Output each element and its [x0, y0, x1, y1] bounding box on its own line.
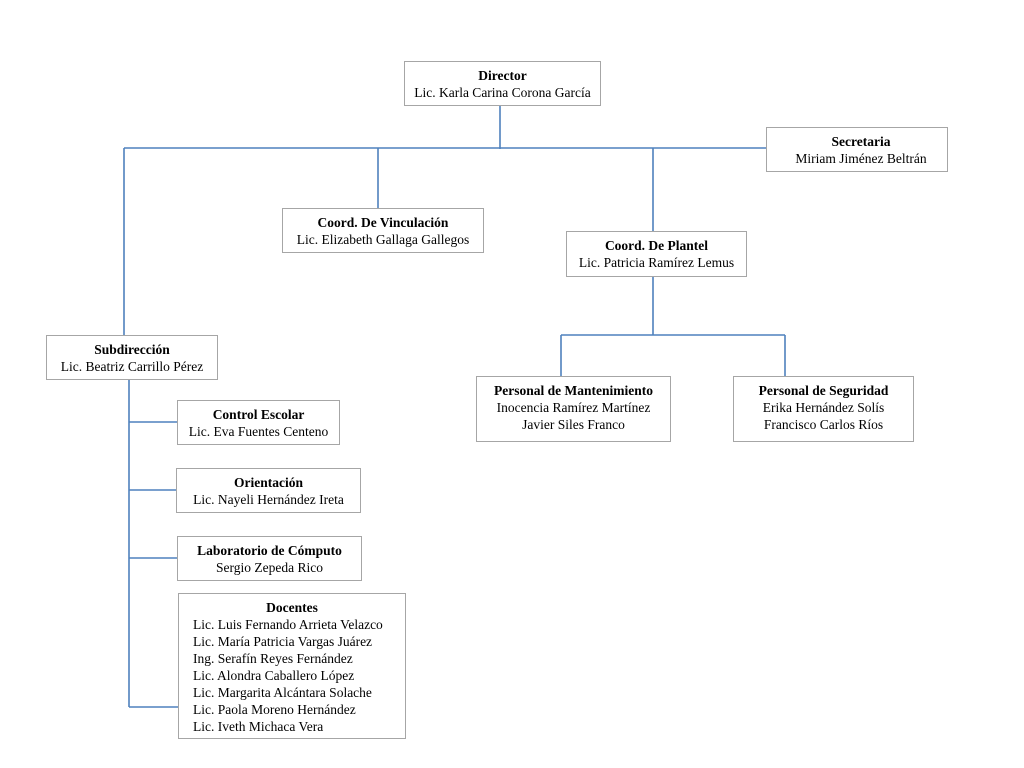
plantel-name: Lic. Patricia Ramírez Lemus — [578, 255, 735, 270]
vinculacion-name: Lic. Elizabeth Gallaga Gallegos — [296, 232, 470, 247]
director-name: Lic. Karla Carina Corona García — [414, 85, 591, 100]
secretaria-box: Secretaria Miriam Jiménez Beltrán — [766, 127, 948, 172]
laboratorio-title: Laboratorio de Cómputo — [197, 543, 342, 558]
orientacion-box: Orientación Lic. Nayeli Hernández Ireta — [176, 468, 361, 513]
seguridad-name: Erika Hernández Solís — [762, 400, 885, 415]
docentes-box: Docentes Lic. Luis Fernando Arrieta Vela… — [178, 593, 406, 739]
docente-name: Lic. Luis Fernando Arrieta Velazco — [193, 617, 383, 632]
secretaria-title: Secretaria — [831, 134, 891, 149]
vinculacion-title: Coord. De Vinculación — [317, 215, 449, 230]
plantel-box: Coord. De Plantel Lic. Patricia Ramírez … — [566, 231, 747, 277]
control-escolar-name: Lic. Eva Fuentes Centeno — [188, 424, 329, 439]
orientacion-name: Lic. Nayeli Hernández Ireta — [193, 492, 344, 507]
docente-name: Lic. Iveth Michaca Vera — [193, 719, 324, 734]
seguridad-box: Personal de Seguridad Erika Hernández So… — [733, 376, 914, 442]
docente-name: Ing. Serafín Reyes Fernández — [193, 651, 353, 666]
mantenimiento-box: Personal de Mantenimiento Inocencia Ramí… — [476, 376, 671, 442]
control-escolar-box: Control Escolar Lic. Eva Fuentes Centeno — [177, 400, 340, 445]
docente-name: Lic. María Patricia Vargas Juárez — [193, 634, 373, 649]
laboratorio-box: Laboratorio de Cómputo Sergio Zepeda Ric… — [177, 536, 362, 581]
mantenimiento-title: Personal de Mantenimiento — [494, 383, 653, 398]
director-box: Director Lic. Karla Carina Corona García — [404, 61, 601, 106]
seguridad-name: Francisco Carlos Ríos — [763, 417, 884, 432]
director-title: Director — [478, 68, 527, 83]
secretaria-name: Miriam Jiménez Beltrán — [795, 151, 927, 166]
orientacion-title: Orientación — [234, 475, 303, 490]
docente-name: Lic. Alondra Caballero López — [193, 668, 355, 683]
plantel-title: Coord. De Plantel — [604, 238, 709, 253]
mantenimiento-name: Inocencia Ramírez Martínez — [496, 400, 651, 415]
docente-name: Lic. Margarita Alcántara Solache — [193, 685, 372, 700]
docentes-title: Docentes — [266, 600, 318, 615]
subdireccion-box: Subdirección Lic. Beatriz Carrillo Pérez — [46, 335, 218, 380]
subdireccion-title: Subdirección — [94, 342, 170, 357]
seguridad-title: Personal de Seguridad — [758, 383, 889, 398]
laboratorio-name: Sergio Zepeda Rico — [216, 560, 323, 575]
control-escolar-title: Control Escolar — [212, 407, 305, 422]
docente-name: Lic. Paola Moreno Hernández — [193, 702, 356, 717]
subdireccion-name: Lic. Beatriz Carrillo Pérez — [60, 359, 204, 374]
mantenimiento-name: Javier Siles Franco — [522, 417, 625, 432]
vinculacion-box: Coord. De Vinculación Lic. Elizabeth Gal… — [282, 208, 484, 253]
